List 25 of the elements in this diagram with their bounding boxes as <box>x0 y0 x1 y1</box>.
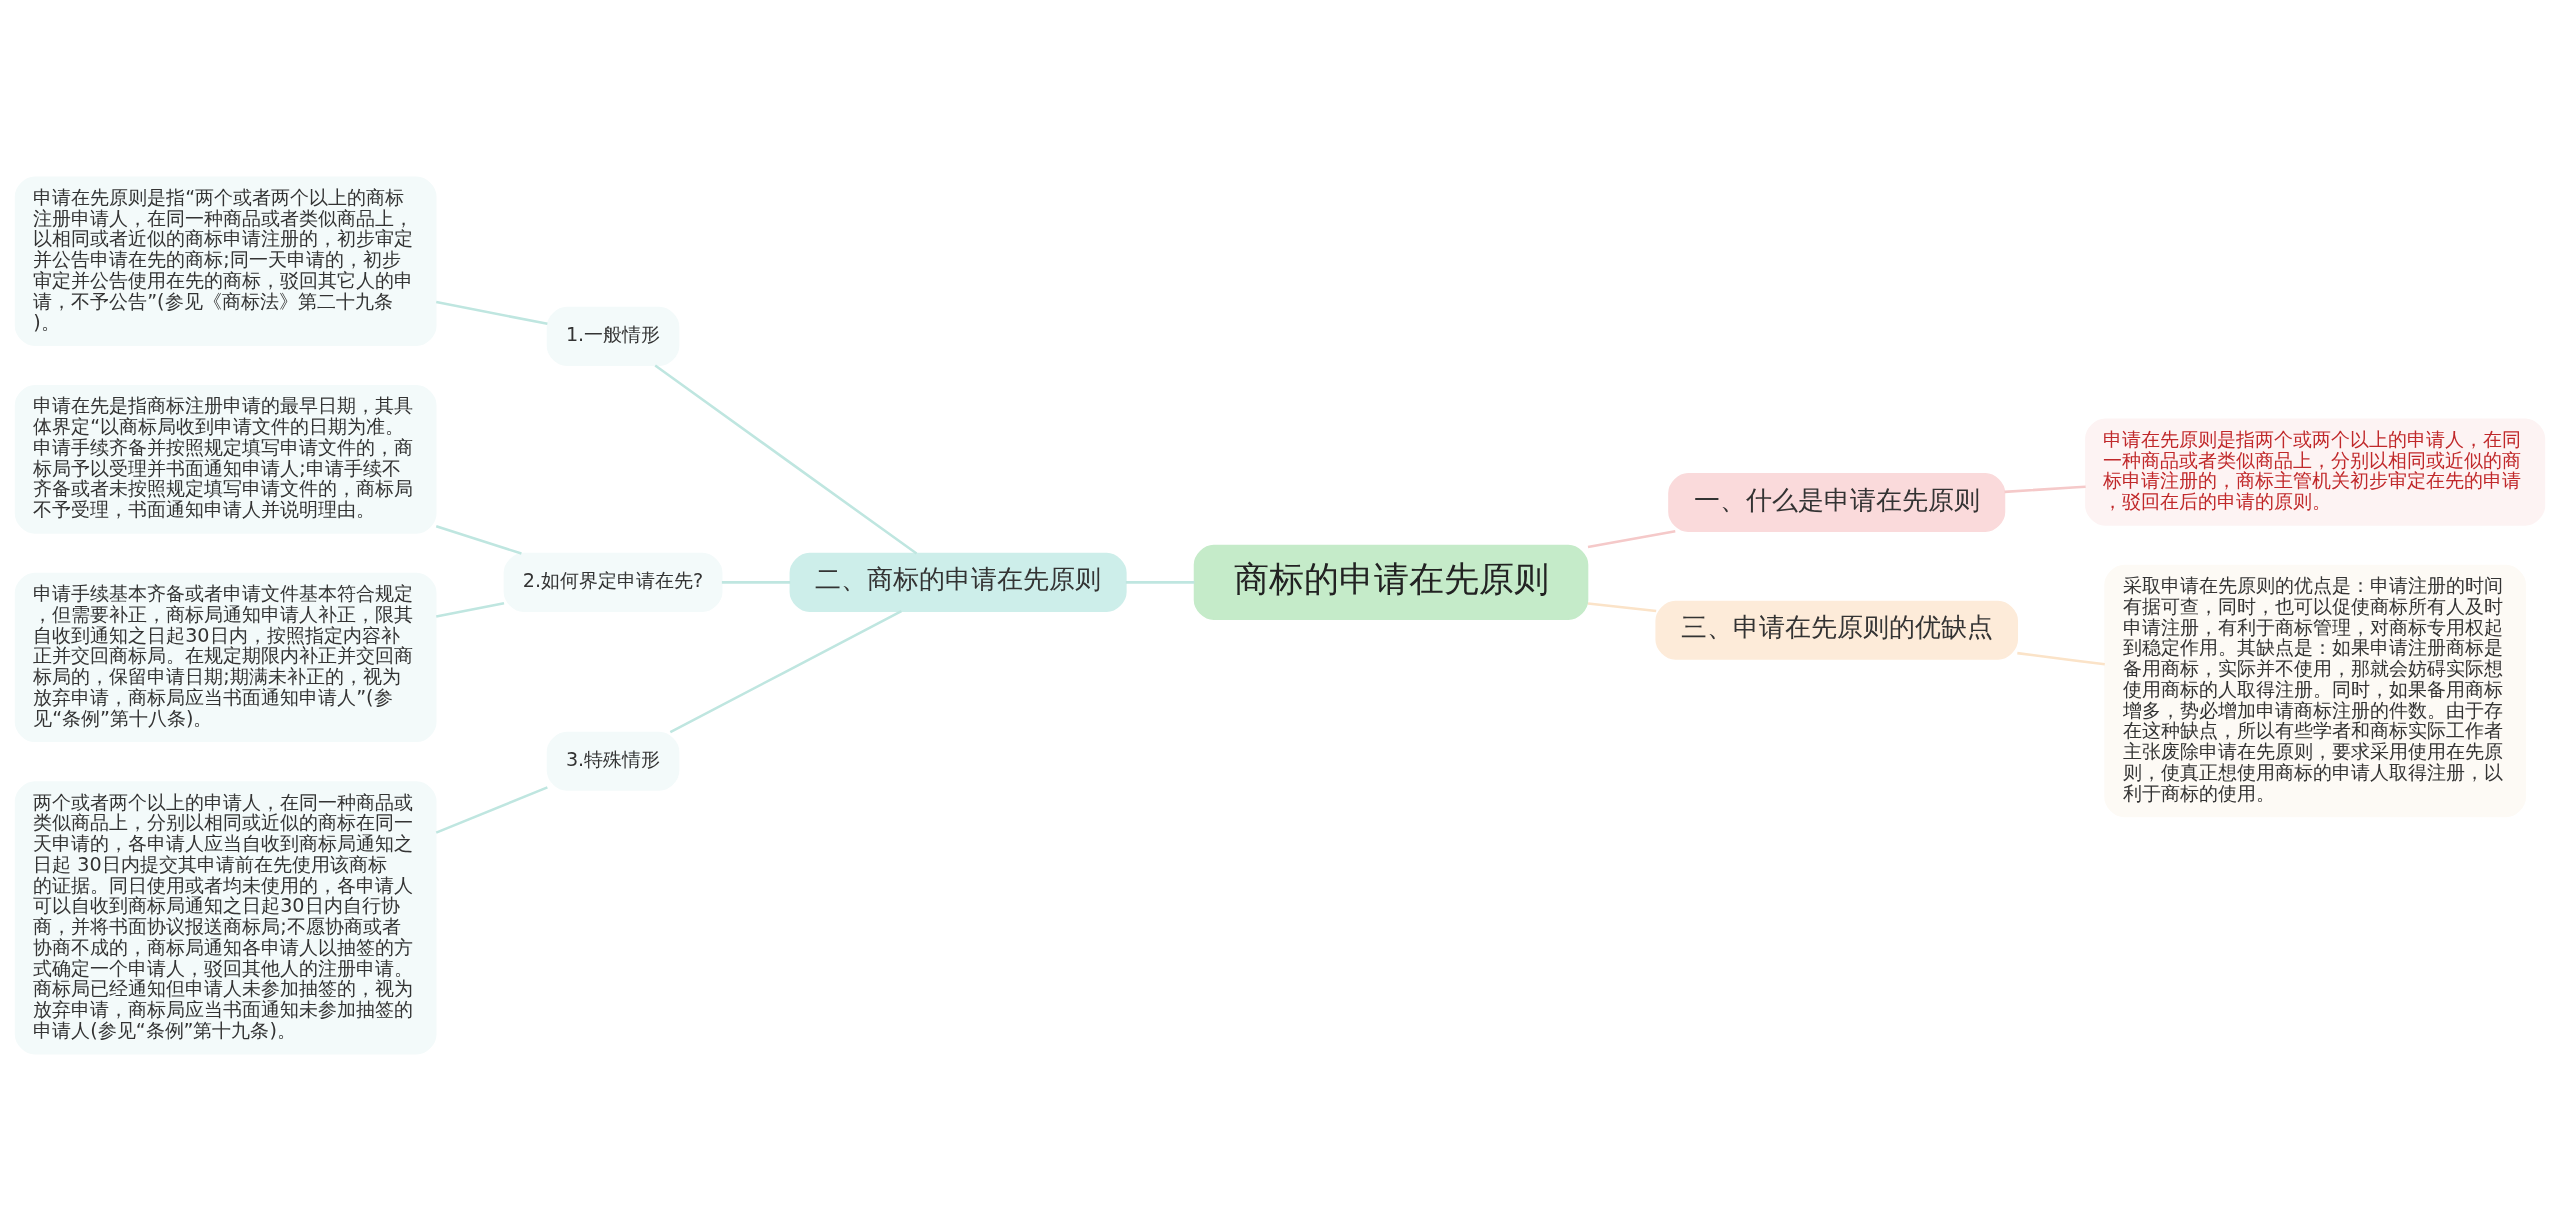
node-box: 2.如何界定申请在先? <box>503 552 723 612</box>
node-box: 两个或者两个以上的申请人，在同一种商品或类似商品上，分别以相同或近似的商标在同一天申请的，各申请人应当自收到商标局通知之日起 30日内提交其申请前在先使用该商标的证据。同日使用或者均未使用的，各申请人可以自收到商标局通知之日起30日内自行协商，并将书面协议报送商标局;不愿协商或者协商不成的，商标局通知各申请人以抽签的方式确定一个申请人，驳回其他人的注册申请。商标局已经通知但申请人未参加抽签的，视为放弃申请，商标局应当书面通知未参加抽签的申请人(参见“条例”第十九条)。 <box>14 780 437 1054</box>
connector <box>435 300 548 325</box>
node-box: 3.特殊情形 <box>546 731 680 791</box>
connector <box>1587 529 1676 548</box>
node-box: 采取申请在先原则的优点是：申请注册的时间有据可查，同时，也可以促使商标所有人及时申请注册，有利于商标管理，对商标专用权起到稳定作用。其缺点是：如果申请注册商标是备用商标，实际并不使用，那就会妨碍实际想使用商标的人取得注册。同时，如果备用商标增多，势必增加申请商标注册的件数。由于存在这种缺点，所以有些学者和商标实际工作者主张废除申请在先原则，要求采用使用在先原则，使真正想使用商标的申请人取得注册，以利于商标的使用。 <box>2104 564 2527 817</box>
node-box: 申请手续基本齐备或者申请文件基本符合规定，但需要补正，商标局通知申请人补正，限其自收到通知之日起30日内，按照指定内容补正并交回商标局。在规定期限内补正并交回商标局的，保留申请日期;期满未补正的，视为放弃申请，商标局应当书面通知申请人”(参见“条例”第十八条)。 <box>14 572 437 742</box>
node-box: 二、商标的申请在先原则 <box>789 552 1127 612</box>
connector <box>721 580 791 584</box>
connector <box>654 364 918 555</box>
node-box: 申请在先原则是指“两个或者两个以上的商标注册申请人，在同一种商品或者类似商品上，以相同或者近似的商标申请注册的，初步审定并公告申请在先的商标;同一天申请的，初步审定并公告使用在先的商标，驳回其它人的申请，不予公告”(参见《商标法》第二十九条)。 <box>14 176 437 346</box>
connector <box>1587 601 1657 612</box>
connector <box>2004 484 2086 493</box>
connector <box>1125 580 1195 584</box>
node-box: 三、申请在先原则的优缺点 <box>1655 600 2019 660</box>
node-box: 一、什么是申请在先原则 <box>1668 472 2006 532</box>
connector <box>435 601 505 618</box>
node-box: 申请在先原则是指两个或两个以上的申请人，在同一种商品或者类似商品上，分别以相同或近似的商标申请注册的，商标主管机关初步审定在先的申请，驳回在后的申请的原则。 <box>2085 418 2546 526</box>
connector <box>669 609 902 733</box>
node-box: 申请在先是指商标注册申请的最早日期，其具体界定“以商标局收到申请文件的日期为准。申请手续齐备并按照规定填写申请文件的，商标局予以受理并书面通知申请人;申请手续不齐备或者未按照规定填写申请文件的，商标局不予受理，书面通知申请人并说明理由。 <box>14 384 437 534</box>
node-box: 商标的申请在先原则 <box>1193 544 1589 620</box>
node-box: 1.一般情形 <box>546 306 680 366</box>
connector <box>435 524 522 555</box>
connector <box>435 785 548 834</box>
connector <box>2017 651 2105 666</box>
